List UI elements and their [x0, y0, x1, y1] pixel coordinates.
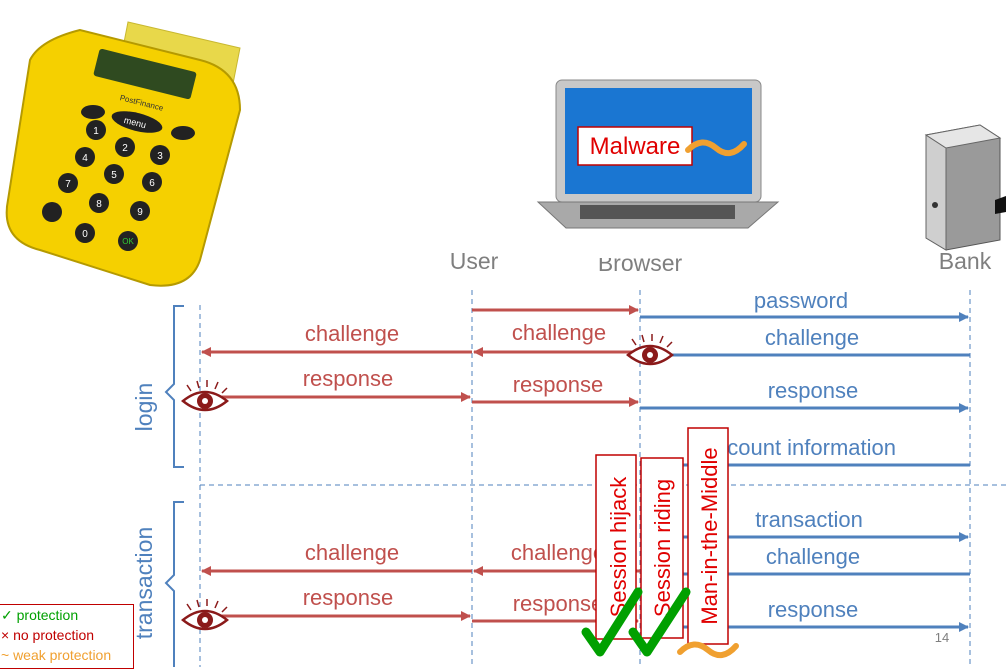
device-key-3: 3 [157, 151, 163, 162]
participant-user: User [450, 248, 499, 274]
tilde-icon [685, 139, 747, 157]
mitm-box [687, 427, 729, 645]
msg-user-challenge-login: challenge [305, 321, 399, 346]
device-key-0: 0 [82, 229, 88, 240]
check-icon [628, 587, 691, 657]
device-key-4: 4 [82, 153, 88, 164]
phase-login: login [131, 383, 157, 432]
legend: ✓ protection × no protection ~ weak prot… [0, 604, 134, 669]
msg-browser-challenge-login: challenge [512, 320, 606, 345]
msg-user-challenge-tx: challenge [305, 540, 399, 565]
msg-bank-challenge-tx: challenge [766, 544, 860, 569]
tilde-icon [677, 641, 739, 659]
malware-label: Malware [590, 133, 681, 160]
msg-browser-response-tx: response [513, 591, 604, 616]
device-ok-key: OK [122, 237, 134, 246]
msg-bank-response-login: response [768, 378, 859, 403]
msg-user-response-login: response [303, 366, 394, 391]
participant-bank: Bank [939, 248, 992, 274]
msg-browser-response-login: response [513, 372, 604, 397]
msg-transaction: transaction [755, 507, 863, 532]
device-key-6: 6 [149, 178, 155, 189]
card-reader-icon: PostFinance menu 1 2 3 4 5 6 7 8 9 0 OK [5, 21, 242, 287]
device-key-1: 1 [93, 126, 99, 137]
legend-weak-protection: ~ weak protection [1, 647, 112, 663]
transaction-bracket [164, 501, 184, 667]
device-key-5: 5 [111, 170, 117, 181]
msg-bank-response-tx: response [768, 597, 859, 622]
check-icon [581, 587, 643, 657]
device-key-2: 2 [122, 143, 128, 154]
eye-icon [181, 599, 229, 631]
msg-browser-challenge-tx: challenge [511, 540, 605, 565]
msg-password: password [754, 288, 848, 313]
login-bracket [164, 305, 184, 468]
server-icon [924, 124, 1006, 251]
eye-icon [181, 380, 229, 412]
legend-no-protection: × no protection [1, 627, 95, 643]
attack-session-hijack: Session hijack [606, 476, 631, 618]
attack-session-riding: Session riding [650, 479, 675, 617]
device-key-7: 7 [65, 179, 71, 190]
msg-bank-challenge-login: challenge [765, 325, 859, 350]
msg-user-response-tx: response [303, 585, 394, 610]
msg-account-information: account information [704, 435, 896, 460]
attack-mitm: Man-in-the-Middle [697, 447, 722, 624]
device-key-9: 9 [137, 207, 143, 218]
lifelines [199, 290, 1006, 667]
device-key-8: 8 [96, 199, 102, 210]
malware-box [577, 126, 693, 166]
eye-icon [626, 334, 674, 366]
phase-transaction: transaction [131, 527, 157, 640]
page-number: 14 [935, 630, 949, 645]
legend-protection: ✓ protection [1, 607, 79, 623]
session-riding-box [640, 457, 684, 639]
